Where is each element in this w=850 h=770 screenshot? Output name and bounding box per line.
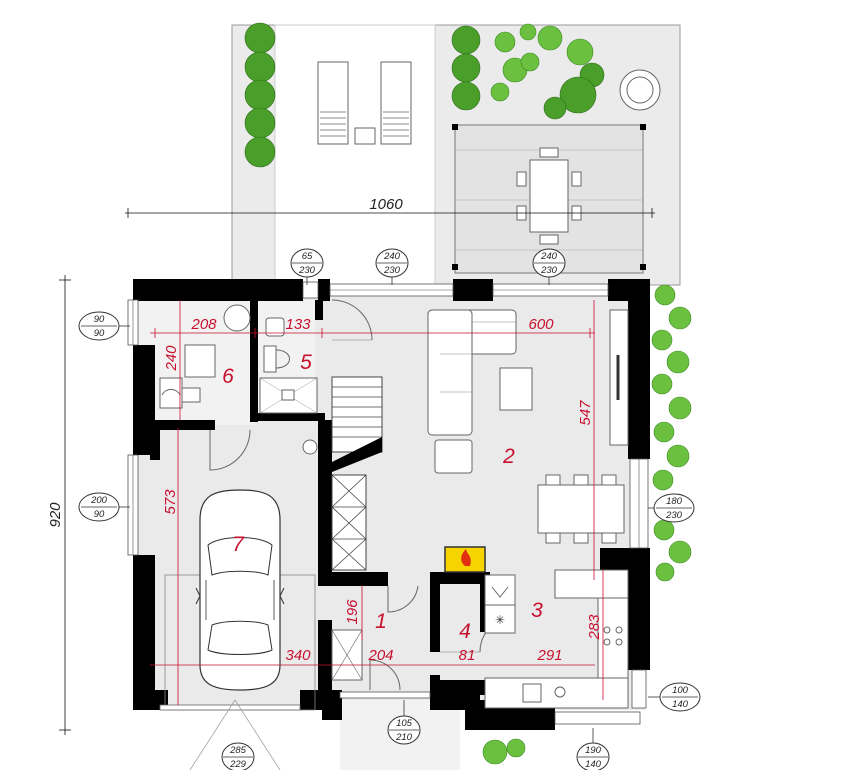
dimension-label: 133 bbox=[285, 316, 311, 333]
svg-text:285: 285 bbox=[229, 745, 247, 756]
svg-text:100: 100 bbox=[672, 685, 689, 696]
svg-text:230: 230 bbox=[383, 265, 401, 276]
svg-text:140: 140 bbox=[672, 699, 689, 710]
svg-text:90: 90 bbox=[94, 328, 105, 339]
room-number: 2 bbox=[502, 445, 515, 468]
fireplace bbox=[444, 546, 486, 573]
dimension-label: 547 bbox=[577, 400, 594, 426]
overall-dimensions: 1060 920 bbox=[47, 196, 403, 528]
svg-text:105: 105 bbox=[396, 718, 413, 729]
pouf bbox=[434, 439, 473, 474]
opening-badge: 240 230 bbox=[532, 248, 566, 285]
trees-left bbox=[244, 22, 276, 168]
boiler-room bbox=[159, 304, 251, 409]
svg-text:90: 90 bbox=[94, 509, 105, 520]
room-dimensions: 208 133 600 240 547 573 196 204 340 81 2… bbox=[162, 316, 603, 664]
room-number: 7 bbox=[232, 533, 245, 556]
round-planter bbox=[619, 69, 661, 111]
room-number: 6 bbox=[222, 365, 234, 388]
dimension-label: 81 bbox=[459, 647, 476, 664]
svg-text:230: 230 bbox=[540, 265, 558, 276]
svg-text:240: 240 bbox=[540, 251, 558, 262]
svg-text:180: 180 bbox=[666, 496, 683, 507]
opening-badge: 240 230 bbox=[375, 248, 409, 285]
svg-text:200: 200 bbox=[90, 495, 108, 506]
opening-badge: 90 90 bbox=[78, 311, 130, 341]
dimension-label: 600 bbox=[528, 316, 554, 333]
svg-text:190: 190 bbox=[585, 745, 602, 756]
car bbox=[195, 489, 285, 691]
wc bbox=[259, 317, 318, 414]
windows bbox=[127, 281, 649, 725]
svg-text:65: 65 bbox=[302, 251, 313, 262]
dimension-lines bbox=[59, 208, 655, 735]
dimension-label: 283 bbox=[586, 614, 603, 641]
svg-text:229: 229 bbox=[229, 759, 247, 770]
svg-text:140: 140 bbox=[585, 759, 602, 770]
svg-text:✳: ✳ bbox=[495, 613, 505, 627]
hall-wardrobe bbox=[302, 439, 363, 681]
room-number: 3 bbox=[531, 599, 543, 622]
opening-badge: 200 90 bbox=[78, 492, 130, 522]
opening-badge: 65 230 bbox=[290, 248, 324, 285]
room-numbers: 1 2 3 4 5 6 7 bbox=[222, 351, 543, 643]
overall-depth-label: 920 bbox=[47, 502, 64, 528]
room-number: 5 bbox=[300, 351, 312, 374]
doors bbox=[209, 299, 516, 699]
dimension-label: 573 bbox=[162, 489, 179, 515]
svg-text:210: 210 bbox=[395, 732, 413, 743]
walls bbox=[133, 279, 650, 730]
shrub-entrance bbox=[482, 738, 526, 765]
dimension-label: 204 bbox=[367, 647, 393, 664]
overall-width-label: 1060 bbox=[369, 196, 403, 213]
hedge-east bbox=[651, 284, 692, 582]
opening-badge: 100 140 bbox=[648, 682, 701, 712]
dimension-label: 340 bbox=[285, 647, 311, 664]
sofa bbox=[427, 309, 517, 436]
dimension-label: 291 bbox=[536, 647, 562, 664]
coffee-table bbox=[499, 367, 533, 411]
tv-unit bbox=[609, 309, 629, 446]
svg-text:230: 230 bbox=[298, 265, 316, 276]
dimension-label: 240 bbox=[163, 345, 180, 372]
dining-table bbox=[537, 474, 625, 544]
svg-text:90: 90 bbox=[94, 314, 105, 325]
opening-badge: 285 229 bbox=[221, 742, 255, 770]
opening-badge: 180 230 bbox=[648, 493, 695, 523]
svg-text:240: 240 bbox=[383, 251, 401, 262]
room-number: 1 bbox=[375, 610, 387, 633]
dimension-label: 196 bbox=[344, 599, 361, 625]
opening-badges: 90 90 65 230 240 230 240 230 bbox=[78, 248, 701, 770]
svg-text:230: 230 bbox=[665, 510, 683, 521]
pantry: ✳ bbox=[484, 574, 516, 634]
sun-loungers bbox=[317, 61, 412, 145]
opening-badge: 105 210 bbox=[387, 700, 421, 745]
opening-badge: 190 140 bbox=[576, 728, 610, 770]
trees-right bbox=[451, 23, 605, 120]
dimension-label: 208 bbox=[190, 316, 217, 333]
stairs bbox=[331, 376, 383, 571]
room-number: 4 bbox=[459, 620, 471, 643]
